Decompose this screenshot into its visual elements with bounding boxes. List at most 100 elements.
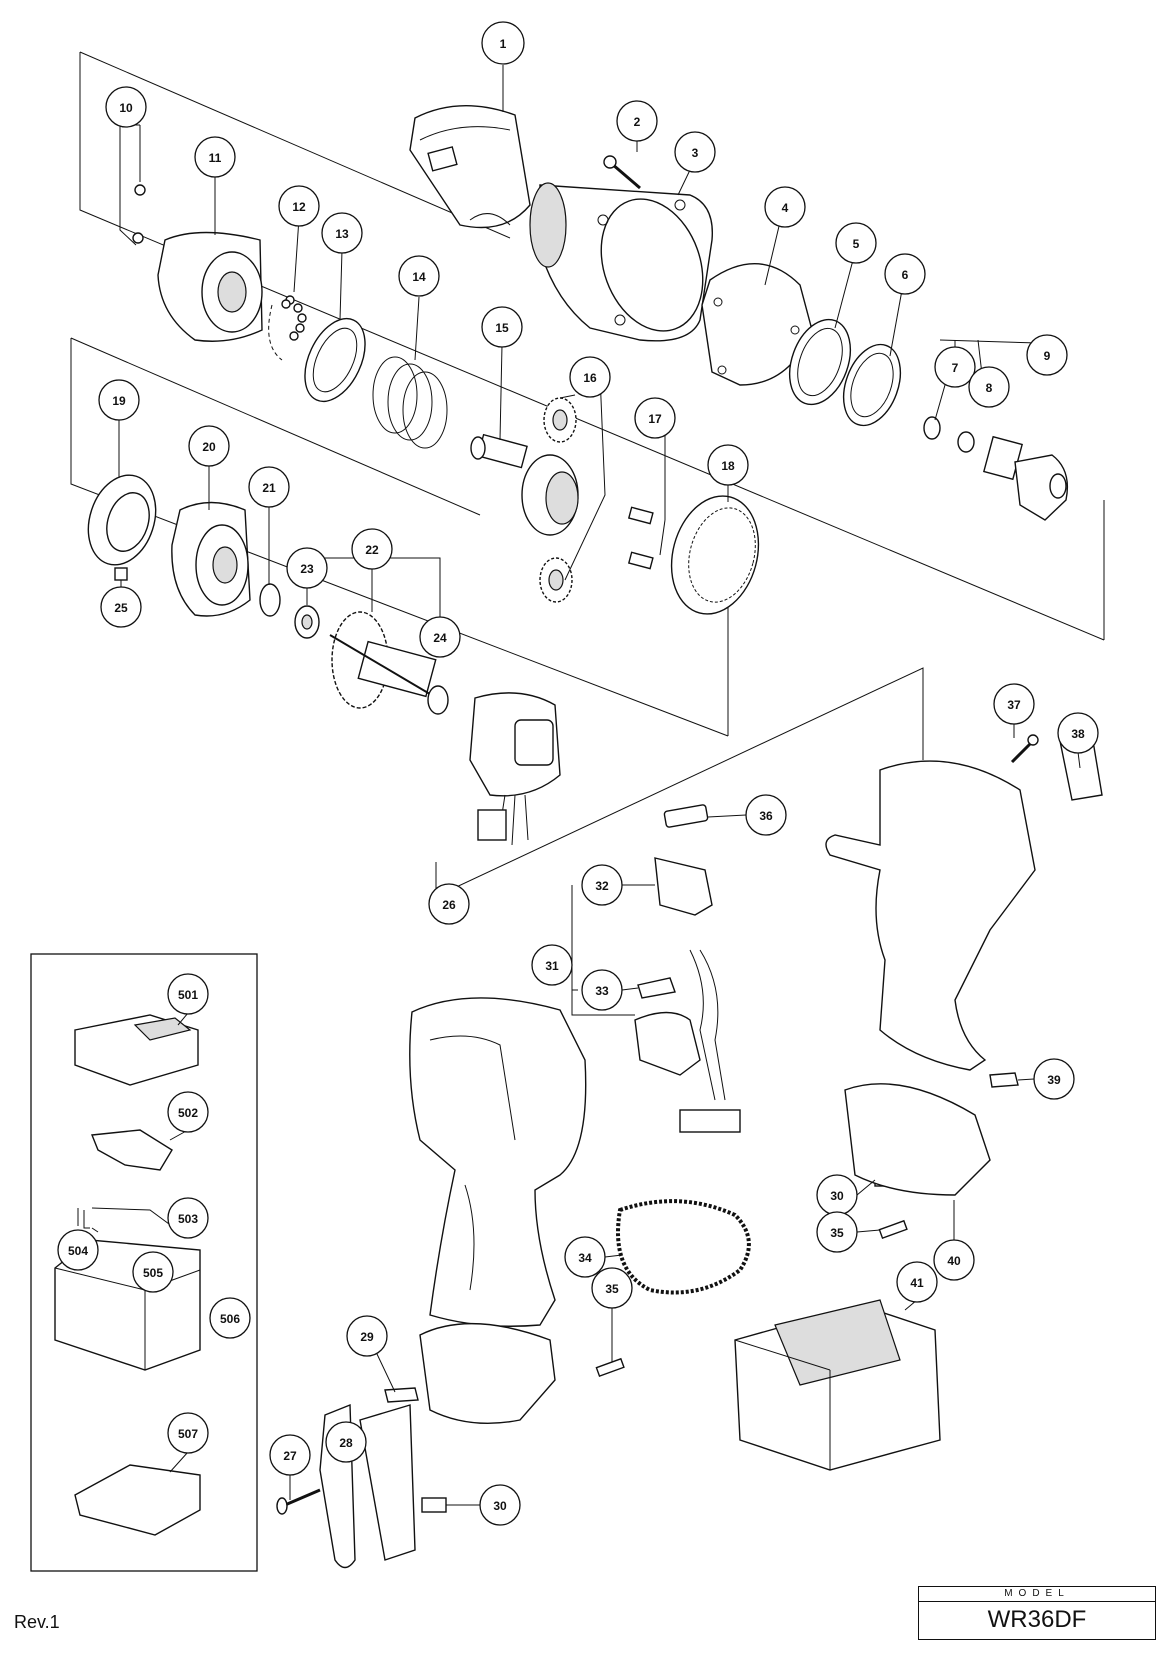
- callout-3: 3: [674, 131, 716, 173]
- part-screw-2: [603, 155, 641, 190]
- part-gears: [539, 397, 577, 603]
- callout-label: 15: [495, 321, 509, 335]
- callout-label: 39: [1047, 1073, 1061, 1087]
- callout-40: 40: [933, 1239, 975, 1281]
- callout-label: 31: [545, 959, 559, 973]
- callout-label: 17: [648, 412, 662, 426]
- callout-label: 33: [595, 984, 609, 998]
- callout-label: 29: [360, 1330, 374, 1344]
- accessory-506: [91, 1227, 99, 1233]
- part-spring: [372, 356, 448, 449]
- callout-label: 21: [262, 481, 276, 495]
- callout-2: 2: [616, 100, 658, 142]
- part-pin-17b: [627, 551, 654, 570]
- callout-label: 36: [759, 809, 773, 823]
- part-terminal: [679, 1109, 741, 1133]
- accessory-tray: [74, 1464, 201, 1536]
- part-gear-cover: [171, 501, 251, 617]
- callout-label: 7: [952, 361, 959, 375]
- callout-25: 25: [100, 586, 142, 628]
- part-front-cover: [409, 105, 531, 229]
- accessory-502: [91, 1129, 173, 1171]
- callout-label: 35: [605, 1282, 619, 1296]
- model-box: MODEL WR36DF: [918, 1586, 1156, 1640]
- callout-label: 38: [1071, 727, 1085, 741]
- callout-label: 13: [335, 227, 349, 241]
- callout-label: 506: [220, 1312, 240, 1326]
- part-bearing-24: [427, 685, 449, 715]
- callout-label: 22: [365, 543, 379, 557]
- callout-19: 19: [98, 379, 140, 421]
- callout-6: 6: [884, 253, 926, 295]
- part-o-ring: [259, 583, 281, 617]
- callout-29: 29: [346, 1315, 388, 1357]
- callout-5: 5: [835, 222, 877, 264]
- callout-10: 10: [105, 86, 147, 128]
- callout-label: 41: [910, 1276, 924, 1290]
- part-36: [663, 804, 709, 828]
- part-ring-7: [923, 416, 941, 440]
- model-caption: MODEL: [919, 1587, 1155, 1602]
- part-rubber-ring: [616, 1199, 751, 1295]
- callout-label: 37: [1007, 698, 1021, 712]
- callout-label: 24: [433, 631, 447, 645]
- accessory-charger: [74, 1014, 199, 1086]
- callout-39: 39: [1033, 1058, 1075, 1100]
- callout-label: 35: [830, 1226, 844, 1240]
- part-screw-37: [1010, 734, 1039, 764]
- callout-506: 506: [209, 1297, 251, 1339]
- part-washer-5: [788, 318, 852, 406]
- callout-label: 30: [830, 1189, 844, 1203]
- callout-41: 41: [896, 1261, 938, 1303]
- callout-20: 20: [188, 425, 230, 467]
- callout-9: 9: [1026, 334, 1068, 376]
- callout-507: 507: [167, 1412, 209, 1454]
- callout-30-right: 30: [816, 1174, 858, 1216]
- callout-label: 5: [853, 237, 860, 251]
- part-washer-6: [842, 343, 902, 427]
- callout-27: 27: [269, 1434, 311, 1476]
- callout-label: 503: [178, 1212, 198, 1226]
- callout-31: 31: [531, 944, 573, 986]
- callout-label: 25: [114, 601, 128, 615]
- part-pin-17a: [627, 506, 654, 525]
- callout-label: 10: [119, 101, 133, 115]
- part-pin-35b: [878, 1219, 908, 1240]
- callout-label: 16: [583, 371, 597, 385]
- callout-13: 13: [321, 212, 363, 254]
- callout-11: 11: [194, 136, 236, 178]
- assembly-frame-lines: [70, 51, 1105, 895]
- callout-label: 9: [1044, 349, 1051, 363]
- part-33: [637, 977, 676, 999]
- callout-label: 26: [442, 898, 456, 912]
- callout-26: 26: [428, 883, 470, 925]
- callout-label: 504: [68, 1244, 88, 1258]
- callout-label: 18: [721, 459, 735, 473]
- part-switch: [654, 857, 713, 916]
- callout-501: 501: [167, 973, 209, 1015]
- callout-label: 1: [500, 37, 507, 51]
- callout-36: 36: [745, 794, 787, 836]
- callout-label: 14: [412, 270, 426, 284]
- callout-28: 28: [325, 1421, 367, 1463]
- callout-24: 24: [419, 616, 461, 658]
- callout-label: 32: [595, 879, 609, 893]
- callout-30-bottom: 30: [479, 1484, 521, 1526]
- part-bearing-19: [87, 474, 157, 566]
- part-washer-13: [304, 317, 366, 403]
- model-value: WR36DF: [987, 1606, 1087, 1633]
- callout-504: 504: [57, 1229, 99, 1271]
- callout-37: 37: [993, 683, 1035, 725]
- part-plate-30b: [421, 1497, 447, 1513]
- callout-label: 505: [143, 1266, 163, 1280]
- revision-label: Rev.1: [14, 1612, 60, 1632]
- callout-32: 32: [581, 864, 623, 906]
- part-screw-27: [276, 1488, 321, 1515]
- part-pin-35a: [595, 1357, 625, 1378]
- callout-label: 6: [902, 268, 909, 282]
- callout-label: 3: [692, 146, 699, 160]
- callout-label: 30: [493, 1499, 507, 1513]
- callout-33: 33: [581, 969, 623, 1011]
- callout-label: 8: [986, 381, 993, 395]
